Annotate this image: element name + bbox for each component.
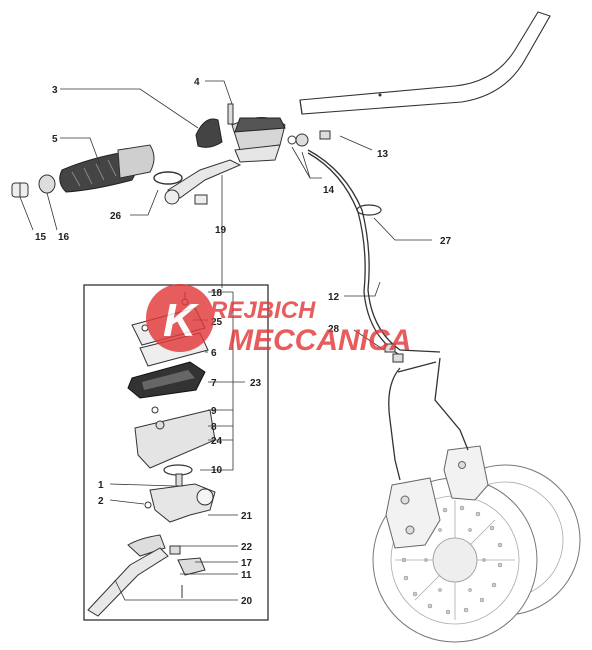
diaphragm-gasket xyxy=(127,361,206,399)
bar-end-weight xyxy=(11,182,29,198)
bar-end-spacer xyxy=(38,174,56,194)
callout-16: 16 xyxy=(58,232,70,243)
callout-10: 10 xyxy=(211,465,223,476)
watermark-line2: MECCANICA xyxy=(228,324,411,357)
brake-lever xyxy=(87,547,169,617)
handlebar xyxy=(299,11,551,115)
callout-27: 27 xyxy=(440,236,452,247)
callout-25: 25 xyxy=(211,317,223,328)
leader-lines xyxy=(19,80,432,601)
callout-2: 2 xyxy=(98,496,104,507)
callout-18: 18 xyxy=(211,288,223,299)
front-brake-discs xyxy=(372,445,581,643)
callout-21: 21 xyxy=(241,511,253,522)
callout-23: 23 xyxy=(250,378,262,389)
brake-hoses xyxy=(307,149,469,481)
callout-28: 28 xyxy=(328,324,340,335)
grip-assembly xyxy=(11,144,183,198)
callout-15: 15 xyxy=(35,232,47,243)
callout-labels: 3 4 5 13 14 15 16 26 19 27 12 28 18 25 6… xyxy=(35,77,452,607)
callout-11: 11 xyxy=(241,570,252,581)
brake-caliper-left xyxy=(385,477,441,549)
spring-washer xyxy=(153,171,183,185)
callout-12: 12 xyxy=(328,292,340,303)
callout-22: 22 xyxy=(241,542,253,553)
callout-9: 9 xyxy=(211,406,217,417)
callout-7: 7 xyxy=(211,378,217,389)
callout-8: 8 xyxy=(211,422,217,433)
callout-19: 19 xyxy=(215,225,227,236)
pump-body-lower xyxy=(127,473,216,598)
callout-13: 13 xyxy=(377,149,389,160)
reservoir-body xyxy=(134,406,216,476)
callout-3: 3 xyxy=(52,85,58,96)
callout-5: 5 xyxy=(52,134,58,145)
brake-caliper-right xyxy=(443,445,489,501)
callout-4: 4 xyxy=(194,77,200,88)
callout-14: 14 xyxy=(323,185,335,196)
callout-20: 20 xyxy=(241,596,253,607)
callout-17: 17 xyxy=(241,558,253,569)
callout-26: 26 xyxy=(110,211,122,222)
callout-6: 6 xyxy=(211,348,217,359)
watermark-line1: REJBICH xyxy=(210,297,316,324)
callout-24: 24 xyxy=(211,436,223,447)
callout-1: 1 xyxy=(98,480,104,491)
watermark-logo: K REJBICH MECCANICA xyxy=(146,284,411,357)
brake-master-cylinder xyxy=(164,103,331,205)
watermark-logo-letter: K xyxy=(163,294,199,346)
handgrip xyxy=(59,144,155,193)
hose-clip xyxy=(356,204,382,216)
banjo-bolts xyxy=(384,343,404,363)
